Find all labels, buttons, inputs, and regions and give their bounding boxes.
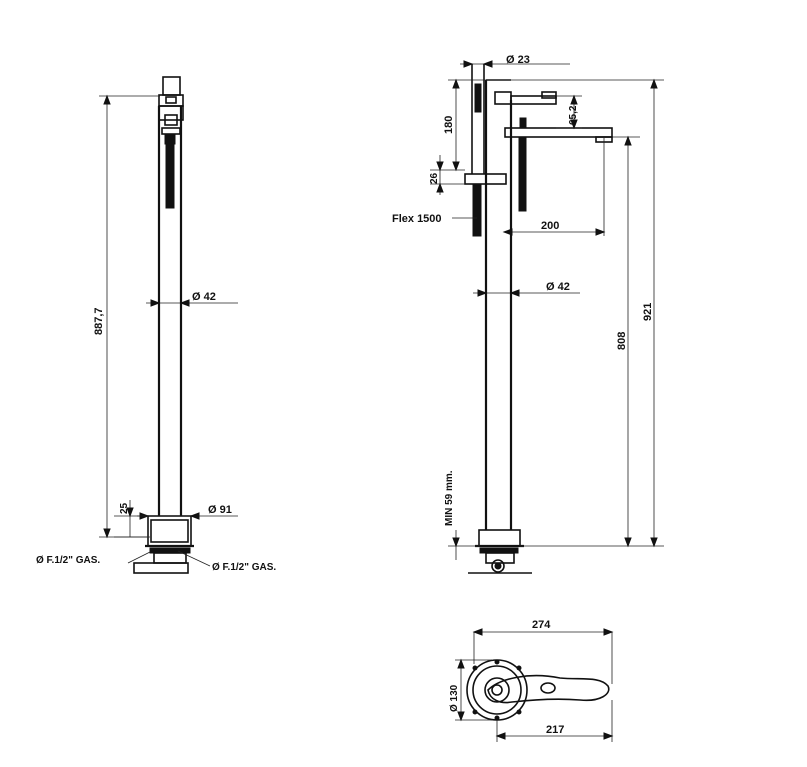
- plan-view: 274 Ø 130 217: [449, 619, 614, 742]
- handshower-body-icon: [474, 83, 482, 113]
- dim-side-180: 180: [443, 116, 455, 134]
- dim-front-base-h: 25: [119, 502, 130, 514]
- dim-side-pipe-dia: Ø 42: [546, 281, 570, 293]
- dim-side-200: 200: [541, 220, 559, 232]
- dim-side-26: 26: [429, 172, 440, 184]
- dim-side-65: 65,2: [568, 105, 579, 125]
- dim-side-min: MIN 59 mm.: [444, 470, 455, 526]
- dim-side-921: 921: [642, 303, 654, 321]
- spout-hose-icon: [518, 136, 527, 212]
- dim-plan-217: 217: [546, 724, 564, 736]
- lever-handle-icon: [487, 674, 610, 704]
- dim-side-top-dia: Ø 23: [506, 54, 530, 66]
- label-gas-right: Ø F.1/2" GAS.: [212, 562, 276, 573]
- dim-side-808: 808: [616, 332, 628, 350]
- label-flex: Flex 1500: [392, 213, 442, 225]
- dim-plan-274: 274: [532, 619, 551, 631]
- dim-front-pipe-dia: Ø 42: [192, 291, 216, 303]
- dim-plan-130: Ø 130: [449, 684, 460, 712]
- dim-front-base-dia: Ø 91: [208, 504, 232, 516]
- handshower-head-icon: [164, 133, 176, 145]
- flex-hose-icon: [472, 183, 482, 237]
- handshower-hose-icon: [165, 143, 175, 209]
- front-view: 887,7 Ø 42 Ø 91 25 Ø F.1/2" GAS. Ø F.1/2…: [36, 76, 276, 574]
- dim-front-height: 887,7: [93, 307, 105, 335]
- side-view: Ø 23 180 26 65,2 Flex 1500 200: [392, 54, 664, 574]
- label-gas-left: Ø F.1/2" GAS.: [36, 555, 100, 566]
